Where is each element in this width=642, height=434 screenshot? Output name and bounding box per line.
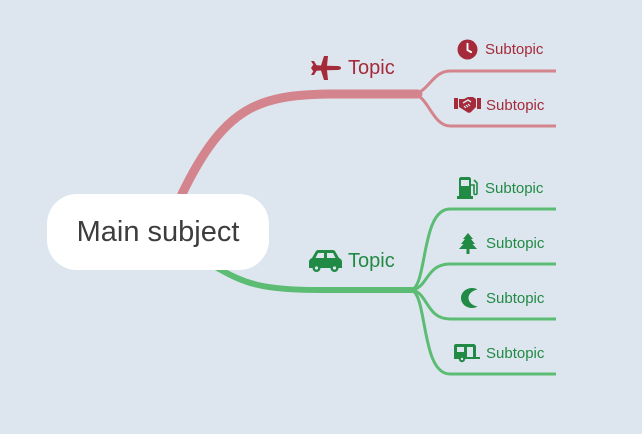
topic-node-1[interactable]: Topic (310, 55, 395, 81)
subtopic-label-2-1: Subtopic (485, 179, 544, 197)
branch-topic-1-sub-1 (411, 69, 556, 96)
topic-label-2: Topic (348, 249, 395, 272)
subtopic-label-2-2: Subtopic (486, 235, 545, 252)
airplane-icon (310, 55, 342, 81)
subtopic-node-1-2[interactable]: Subtopic (454, 96, 544, 114)
branch-topic-2-sub-4 (409, 288, 556, 376)
subtopic-label-1-2: Subtopic (486, 96, 545, 114)
branch-topic-2-sub-1 (409, 207, 556, 292)
main-subject-label: Main subject (76, 215, 240, 248)
subtopic-label-2-3: Subtopic (486, 289, 545, 307)
subtopic-node-2-1[interactable]: Subtopic (457, 177, 543, 199)
caravan-icon (453, 343, 481, 363)
subtopic-label-2-4: Subtopic (486, 344, 545, 362)
main-subject-node[interactable]: Main subject (47, 194, 269, 270)
handshake-icon (454, 96, 481, 114)
topic-label-1: Topic (348, 56, 395, 79)
branch-topic-2-sub-2 (409, 262, 556, 292)
gas-station-icon (457, 177, 478, 199)
subtopic-node-2-4[interactable]: Subtopic (453, 343, 544, 363)
subtopic-node-1-1[interactable]: Subtopic (457, 39, 543, 60)
topic-node-2[interactable]: Topic (308, 249, 395, 273)
car-icon (308, 249, 343, 273)
moon-icon (459, 287, 478, 309)
branch-topic-1-sub-2 (411, 92, 556, 128)
branch-main-topic-2 (211, 263, 415, 293)
tree-icon (459, 233, 477, 254)
clock-icon (457, 39, 478, 60)
subtopic-node-2-3[interactable]: Subtopic (459, 287, 544, 309)
subtopic-node-2-2[interactable]: Subtopic (459, 233, 544, 254)
branch-main-topic-1 (177, 89, 423, 199)
subtopic-label-1-1: Subtopic (485, 41, 544, 58)
